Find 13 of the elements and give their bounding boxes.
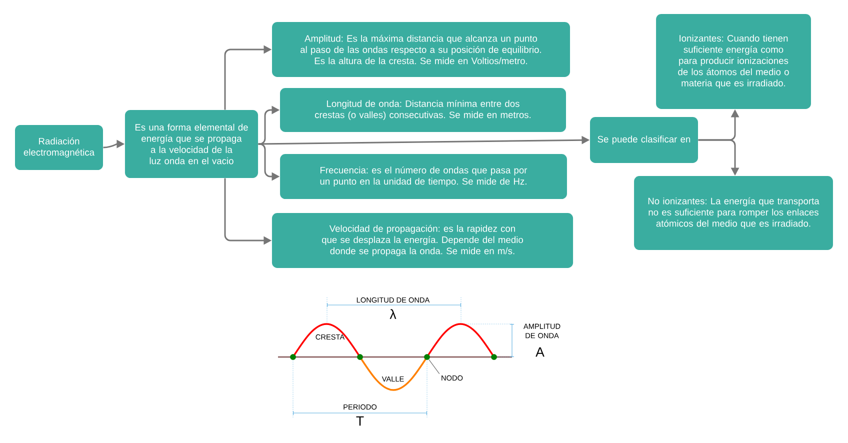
concept-box: Radiación electromagnética xyxy=(15,124,103,170)
concept-box: Es una forma elemental de energía que se propaga a la velocidad de la luz onda en el vacio xyxy=(124,110,258,178)
wave-symbol: λ xyxy=(390,309,396,319)
concept-box: Frecuencia: es el número de ondas que pasa por un punto en la unidad de tiempo. Se mide de Hz. xyxy=(280,154,567,200)
concept-box: Ionizantes: Cuando tienen suficiente energía como para producir ionizaciones de los átomos del medio o materia que es irradiado. xyxy=(656,14,811,109)
wave-symbol: T xyxy=(356,416,364,426)
concept-box: Amplitud: Es la máxima distancia que alcanza un punto al paso de las ondas respecto a su posición de equilibrio. Es la altura de la cresta. Se mide en Voltios/metro. xyxy=(272,22,570,77)
concept-box: Velocidad de propagación: es la rapidez con que se desplaza la energía. Depende del medio donde se propaga la onda. Se mide en m/s. xyxy=(272,213,574,268)
wave-symbol: A xyxy=(536,347,544,357)
concept-box: No ionizantes: La energía que transporta no es suficiente para romper los enlaces atómicos del medio que es irradiado. xyxy=(634,176,833,250)
concept-box: Longitud de onda: Distancia mínima entre dos crestas (o valles) consecutivas. Se mide en metros. xyxy=(280,88,566,132)
concept-box: Se puede clasificar en xyxy=(590,117,698,163)
leader-line xyxy=(428,359,440,374)
